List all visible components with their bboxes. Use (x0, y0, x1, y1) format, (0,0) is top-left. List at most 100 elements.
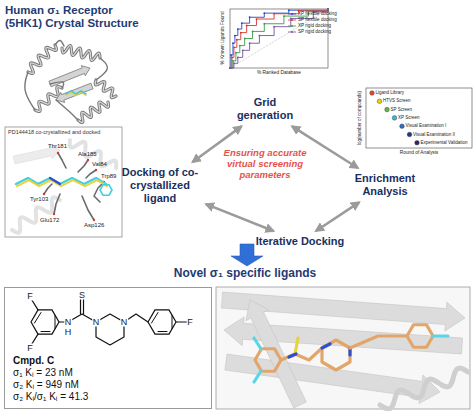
result-heading: Novel σ₁ specific ligands (140, 267, 350, 281)
reduction-plot (407, 132, 412, 137)
enrichment-plot (233, 62, 235, 64)
docking-pose (322, 344, 330, 348)
binding-site-panel (57, 152, 59, 154)
enrichment-plot (244, 38, 246, 40)
point-label: Visual Examination I (406, 123, 447, 128)
residue-label: Val84 (92, 161, 107, 168)
enrichment-plot (288, 26, 296, 27)
point-label: HTVS Screen (383, 98, 411, 103)
legend-entry: XP flexible docking (298, 11, 337, 16)
docking-pose (433, 334, 448, 337)
reduction-plot (392, 116, 397, 121)
enrichment-plot (288, 14, 296, 15)
enrichment-plot (291, 31, 293, 33)
enrichment-plot (283, 15, 285, 17)
point-label: Experimental Validation (421, 140, 468, 145)
residue-label: Thr181 (48, 143, 67, 150)
compound-box: Cmpd. Cσ₁ Kᵢ = 23 nMσ₂ Kᵢ = 949 nMσ₂ Kᵢ/… (4, 287, 212, 409)
atom-label: N (64, 318, 72, 327)
reduction-plot (377, 99, 382, 104)
docking-pose (322, 340, 350, 370)
process-step: Enrichment Analysis (343, 172, 427, 198)
enrichment-plot (263, 23, 265, 25)
axis-label: % Known Ligands Found (220, 11, 226, 64)
residue-label: Glu172 (40, 217, 59, 224)
reduction-plot (370, 91, 375, 96)
enrichment-plot (327, 8, 329, 10)
binding-site-panel (58, 153, 66, 168)
point-label: Ligand Library (376, 90, 405, 95)
atom-label: N (120, 318, 128, 327)
enrichment-plot (327, 8, 329, 10)
binding-site-panel (5, 127, 122, 237)
binding-site-panel (87, 159, 89, 161)
residue-label: Tyr103 (30, 196, 48, 203)
chemical-structure (172, 316, 173, 329)
enrichment-plot (327, 8, 329, 10)
legend-entry: XP rigid docking (298, 23, 331, 28)
point-label: SP Screen (391, 107, 412, 112)
enrichment-plot (241, 22, 243, 24)
docking-pose (281, 348, 322, 360)
enrichment-plot (230, 54, 232, 56)
binding-site-panel (82, 196, 94, 220)
enrichment-plot (288, 9, 290, 11)
protein-ribbon (62, 46, 100, 61)
point-label: Visual Examination II (413, 132, 455, 137)
binding-site-panel (86, 170, 96, 178)
protein-ribbon (78, 102, 109, 123)
docking-pose (350, 336, 407, 348)
protein-ribbon (78, 102, 109, 123)
binding-site-panel (78, 160, 88, 172)
docking-pose (255, 349, 281, 372)
enrichment-plot (232, 42, 234, 44)
binding-site-panel (50, 178, 60, 184)
point-label: XP Screen (398, 115, 419, 120)
protein-ribbon (50, 82, 64, 88)
enrichment-plot (231, 56, 233, 58)
atom-label: F (187, 318, 194, 327)
atom-label: F (27, 292, 34, 301)
docking-pose (254, 371, 261, 382)
enrichment-plot (327, 8, 329, 10)
step-label: Grid generation (225, 96, 305, 122)
atom-label: S (78, 291, 85, 300)
chemical-structure (41, 331, 50, 332)
reduction-plot (385, 107, 390, 112)
enrichment-plot (229, 67, 231, 69)
protein-ribbon (28, 45, 56, 73)
docking-pose (380, 368, 468, 409)
enrichment-plot (229, 67, 231, 69)
legend-entry: SP rigid docking (298, 29, 331, 34)
affinity-value: σ₁ Kᵢ = 23 nM (13, 367, 203, 379)
enrichment-plot (263, 12, 265, 14)
chemical-structure (148, 310, 176, 334)
binding-site-panel (12, 197, 60, 232)
protein-ribbon (96, 58, 107, 80)
enrichment-plot (259, 35, 261, 37)
protein-ribbon (25, 40, 116, 122)
step-label: Iterative Docking (248, 235, 352, 248)
process-step: Grid generation (225, 96, 305, 122)
enrichment-plot (242, 49, 244, 51)
legend-text: SP rigid docking (298, 29, 331, 34)
chemical-structure (31, 310, 59, 334)
protein-ribbon (49, 66, 90, 87)
binding-site-panel (44, 184, 52, 194)
docking-pose (295, 338, 298, 354)
docking-pose (246, 300, 306, 408)
affinity-value: σ₂ Kᵢ/σ₁ Kᵢ = 41.3 (13, 391, 203, 403)
affinity-value: σ₂ Kᵢ = 949 nM (13, 379, 203, 391)
protein-ribbon (56, 100, 78, 120)
legend-text: XP rigid docking (298, 23, 331, 28)
panel-heading: Human σ₁ Receptor (5HK1) Crystal Structu… (5, 4, 145, 30)
enrichment-plot (237, 28, 239, 30)
step-label: Docking of co-crystallized ligand (118, 166, 202, 206)
residue-label: Ala185 (78, 151, 97, 158)
axis-label: % Ranked Database (257, 70, 301, 76)
enrichment-plot (252, 31, 254, 33)
enrichment-plot (234, 35, 236, 37)
enrichment-plot (273, 13, 275, 15)
